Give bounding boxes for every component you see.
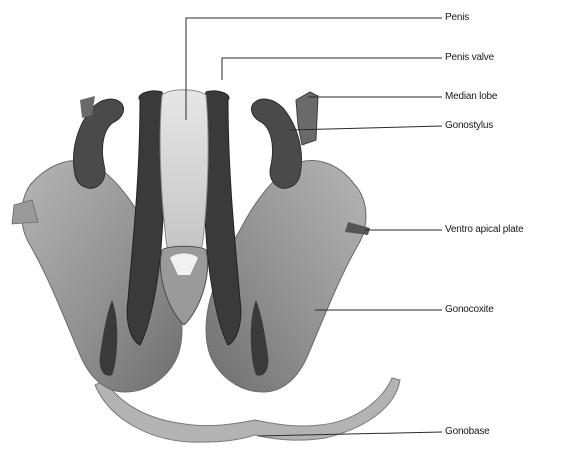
penis-valve-leader [222,58,442,80]
median-lobe-shape [296,92,318,145]
label-penis-valve: Penis valve [445,52,494,63]
left-gonostylus-shape [74,99,124,188]
label-gonobase: Gonobase [445,426,490,437]
label-ventro-apical-plate: Ventro apical plate [445,224,523,235]
label-penis: Penis [445,12,469,23]
label-median-lobe: Median lobe [445,91,497,102]
label-gonocoxite: Gonocoxite [445,304,494,315]
label-gonostylus: Gonostylus [445,120,493,131]
right-gonostylus-shape [251,99,301,188]
